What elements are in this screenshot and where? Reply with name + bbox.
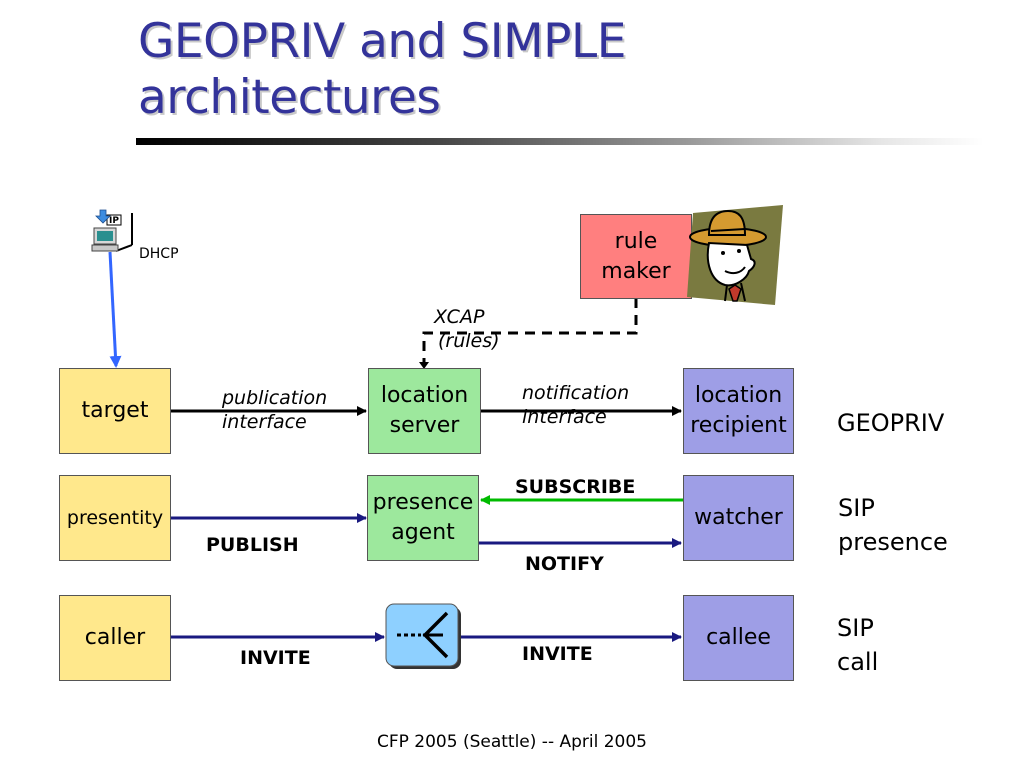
caller-box: caller <box>59 595 171 681</box>
location-recipient-line2: recipient <box>690 413 787 438</box>
publication-label-line1: publication <box>222 387 328 409</box>
dhcp-label: DHCP <box>139 246 179 262</box>
notification-label-line1: notification <box>522 382 630 404</box>
sip-presence-line2: presence <box>838 528 948 556</box>
subscribe-label: SUBSCRIBE <box>515 476 636 498</box>
notification-label-line2: interface <box>522 406 607 428</box>
presence-agent-box: presence agent <box>367 475 479 561</box>
sip-presence-category-label: SIP presence <box>838 491 948 559</box>
ip-badge-text: IP <box>109 216 119 226</box>
slide-title-line1: GEOPRIV and SIMPLE <box>138 14 626 69</box>
slide-title: GEOPRIV and SIMPLE architectures <box>138 14 838 126</box>
computer-icon: IP <box>91 209 133 252</box>
slide-title-line2: architectures <box>138 70 441 125</box>
rule-maker-label-line2: maker <box>601 258 671 284</box>
xcap-dashed-connector <box>422 298 638 362</box>
slide-footer: CFP 2005 (Seattle) -- April 2005 <box>376 732 648 752</box>
notify-label: NOTIFY <box>525 553 604 575</box>
sip-proxy-icon <box>385 603 461 669</box>
presence-agent-line2: agent <box>391 520 455 545</box>
location-recipient-box: location recipient <box>683 368 794 454</box>
rule-maker-box: rule maker <box>580 214 692 299</box>
xcap-arrowhead <box>419 362 429 369</box>
watcher-box: watcher <box>683 475 794 561</box>
invite-label-right: INVITE <box>522 643 593 665</box>
publish-label: PUBLISH <box>206 534 299 556</box>
target-box: target <box>59 368 171 454</box>
rule-maker-label-line1: rule <box>614 228 658 254</box>
location-recipient-line1: location <box>694 383 783 408</box>
publication-label-line2: interface <box>222 411 307 433</box>
xcap-label-line2: (rules) <box>438 330 500 352</box>
presentity-box: presentity <box>59 475 171 561</box>
notification-interface-label: notification interface <box>522 381 629 429</box>
xcap-label: XCAP (rules) <box>434 305 500 353</box>
location-server-line2: server <box>389 413 460 438</box>
location-server-box: location server <box>368 368 481 454</box>
geopriv-category-label: GEOPRIV <box>837 409 945 437</box>
sip-call-category-label: SIP call <box>837 611 878 679</box>
sip-presence-line1: SIP <box>838 494 875 522</box>
publication-interface-label: publication interface <box>222 386 327 434</box>
dhcp-arrow <box>108 251 122 368</box>
sip-call-line2: call <box>837 648 879 676</box>
location-server-line1: location <box>380 383 469 408</box>
callee-box: callee <box>683 595 794 681</box>
invite-label-left: INVITE <box>240 647 311 669</box>
presence-agent-line1: presence <box>372 490 474 515</box>
xcap-label-line1: XCAP <box>434 306 485 328</box>
title-underline <box>136 138 984 145</box>
cowboy-rule-maker-icon <box>687 205 783 305</box>
sip-call-line1: SIP <box>837 614 874 642</box>
